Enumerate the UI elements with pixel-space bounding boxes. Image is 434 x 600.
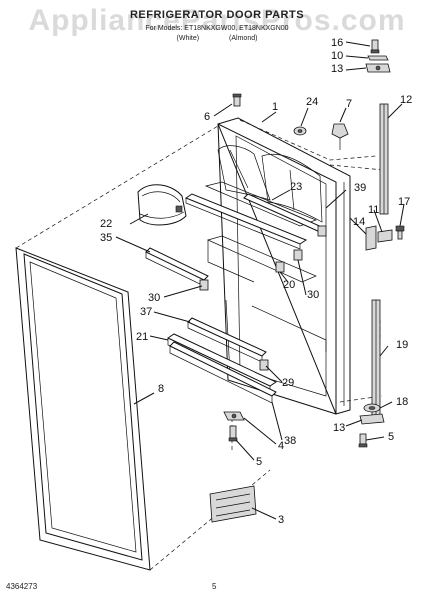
door-gasket[interactable] bbox=[15, 247, 151, 571]
callout-labels: 1 24 7 6 16 10 13 12 23 39 22 35 14 11 1… bbox=[100, 37, 412, 526]
screw-5-bottom[interactable] bbox=[228, 425, 238, 442]
callout-5-right: 5 bbox=[388, 431, 394, 443]
shelf-retainer-38[interactable] bbox=[169, 341, 277, 404]
hinge-screw-17[interactable] bbox=[395, 225, 405, 240]
hinge-cam-4[interactable] bbox=[223, 411, 245, 421]
callout-7: 7 bbox=[346, 98, 352, 110]
model-numbers: For Models: ET18NKXGW00, ET18NKXGN00 bbox=[145, 25, 289, 32]
callout-35: 35 bbox=[100, 232, 112, 244]
callout-19: 19 bbox=[396, 339, 408, 351]
callout-8: 8 bbox=[158, 383, 164, 395]
callout-6: 6 bbox=[204, 111, 210, 123]
callout-37: 37 bbox=[140, 306, 152, 318]
hinge-bracket-13-upper[interactable] bbox=[365, 63, 391, 73]
callout-24: 24 bbox=[306, 96, 318, 108]
callout-4: 4 bbox=[278, 440, 284, 452]
leader-lines bbox=[115, 41, 405, 520]
color-variants: (White) (Almond) bbox=[176, 35, 258, 42]
hinge-washer-10[interactable] bbox=[367, 55, 389, 61]
callout-39: 39 bbox=[354, 182, 366, 194]
callout-10: 10 bbox=[331, 50, 343, 62]
handle-bracket-14[interactable] bbox=[365, 225, 377, 251]
hinge-bushing-18[interactable] bbox=[363, 403, 381, 413]
document-number: 4364273 bbox=[6, 582, 38, 591]
shelf-bar-lower-37[interactable] bbox=[187, 317, 267, 363]
trim-piece-3[interactable] bbox=[209, 485, 257, 523]
callout-13-upper: 13 bbox=[331, 63, 343, 75]
watermark: AppliancePartsPros.com bbox=[28, 4, 406, 37]
page-number: 5 bbox=[212, 582, 217, 591]
callout-30-right: 30 bbox=[307, 289, 319, 301]
door-seal-19[interactable] bbox=[371, 299, 381, 417]
plug-24[interactable] bbox=[293, 126, 307, 136]
callout-16: 16 bbox=[331, 37, 343, 49]
callout-3: 3 bbox=[278, 514, 284, 526]
door-stop-7[interactable] bbox=[331, 123, 349, 150]
callout-17: 17 bbox=[398, 196, 410, 208]
hinge-part-11[interactable] bbox=[377, 229, 393, 243]
hinge-pin-16[interactable] bbox=[370, 39, 380, 54]
shelf-end-cap-20[interactable] bbox=[275, 261, 285, 273]
door-seal-12[interactable] bbox=[379, 103, 389, 215]
callout-1: 1 bbox=[272, 101, 278, 113]
hinge-bracket-13-lower[interactable] bbox=[359, 413, 385, 425]
dairy-door[interactable] bbox=[137, 184, 187, 226]
shelf-end-cap-39[interactable] bbox=[317, 225, 327, 237]
screw-6[interactable] bbox=[232, 93, 242, 107]
shelf-bar-upper[interactable] bbox=[184, 193, 308, 250]
shelf-end-cap-30-right[interactable] bbox=[293, 249, 303, 261]
callout-12: 12 bbox=[400, 94, 412, 106]
callout-20: 20 bbox=[283, 279, 295, 291]
shelf-end-cap-29[interactable] bbox=[259, 359, 269, 371]
screw-5-lower-right[interactable] bbox=[358, 433, 368, 448]
callout-21: 21 bbox=[136, 331, 148, 343]
callout-22: 22 bbox=[100, 218, 112, 230]
callout-29: 29 bbox=[282, 377, 294, 389]
shelf-retainer-35[interactable] bbox=[145, 247, 209, 287]
callout-30-left: 30 bbox=[148, 292, 160, 304]
callout-23: 23 bbox=[290, 181, 302, 193]
door-liner[interactable] bbox=[204, 117, 351, 415]
alignment-lines bbox=[15, 119, 385, 571]
callout-5-bottom: 5 bbox=[256, 456, 262, 468]
callout-18: 18 bbox=[396, 396, 408, 408]
callout-38: 38 bbox=[284, 435, 296, 447]
diagram-title: REFRIGERATOR DOOR PARTS bbox=[129, 9, 305, 21]
callout-11: 11 bbox=[368, 204, 379, 216]
callout-13-lower: 13 bbox=[333, 422, 345, 434]
shelf-end-cap-30-left[interactable] bbox=[199, 279, 209, 291]
callout-14: 14 bbox=[353, 216, 365, 228]
